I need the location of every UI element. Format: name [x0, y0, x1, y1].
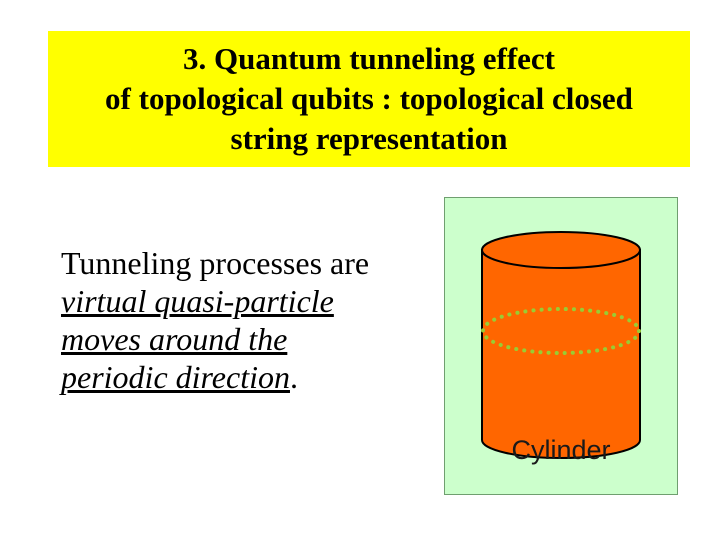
- slide-title: 3. Quantum tunneling effect of topologic…: [48, 31, 690, 167]
- body-text: Tunneling processes are virtual quasi-pa…: [61, 244, 441, 396]
- title-line-2: of topological qubits : topological clos…: [105, 81, 633, 116]
- body-line-1: Tunneling processes are: [61, 245, 370, 281]
- body-line-4-period: .: [289, 359, 298, 395]
- body-line-4: periodic direction.: [61, 358, 441, 396]
- cylinder-body: [481, 249, 641, 459]
- body-line-2: virtual quasi-particle: [61, 282, 441, 320]
- cylinder-top: [481, 231, 641, 269]
- title-line-3: string representation: [230, 121, 508, 156]
- body-line-2-text: virtual quasi-particle: [61, 283, 334, 319]
- body-line-3-text: moves around the: [61, 321, 288, 357]
- body-line-3: moves around the: [61, 320, 441, 358]
- closed-string-loop: [481, 307, 641, 355]
- cylinder-illustration: [481, 231, 641, 459]
- title-line-1: 3. Quantum tunneling effect: [183, 41, 555, 76]
- body-line-4-text: periodic direction: [61, 359, 290, 395]
- figure-caption: Cylinder: [511, 435, 611, 465]
- cylinder-figure: Cylinder: [444, 197, 678, 495]
